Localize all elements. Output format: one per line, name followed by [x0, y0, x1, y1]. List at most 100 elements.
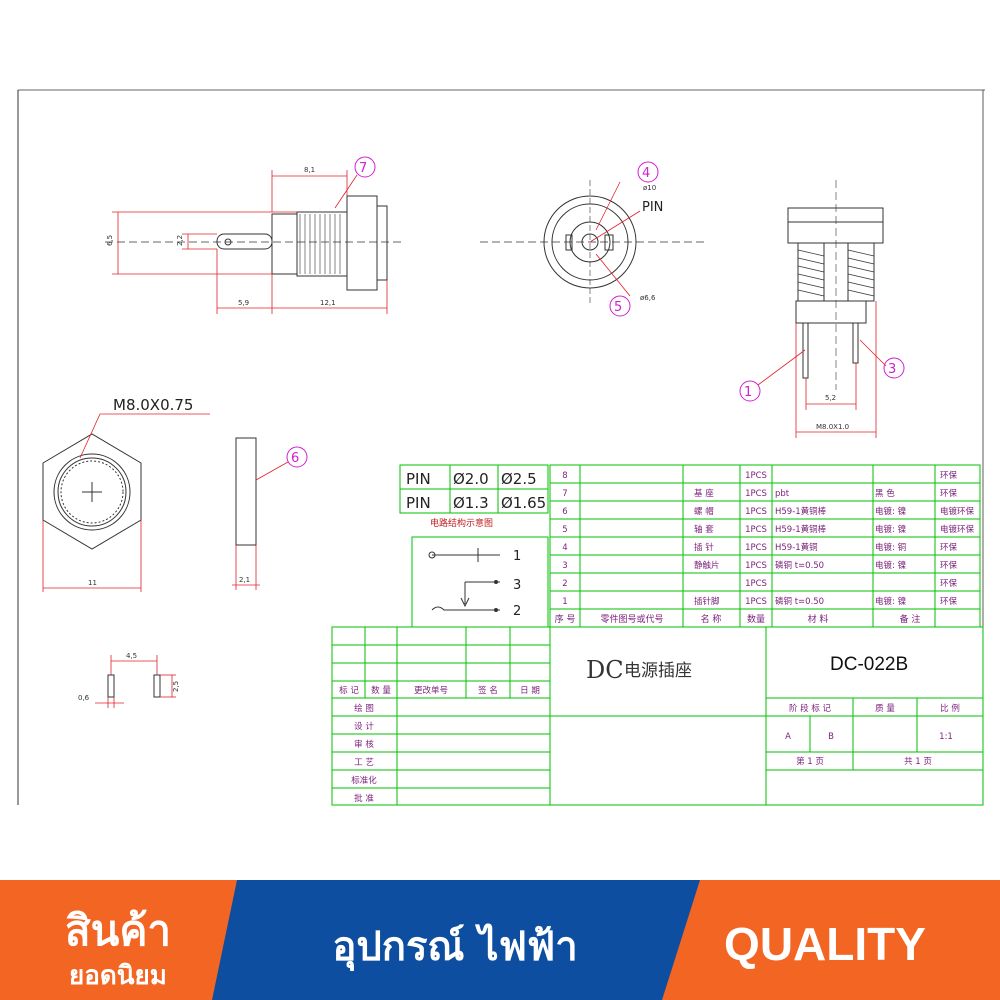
bom-cell: 轴 套: [694, 524, 714, 535]
banner-left-line1: สินค้า: [65, 906, 171, 955]
bom-cell: 1PCS: [745, 471, 767, 481]
sign-row-label: 工 艺: [354, 758, 374, 768]
bom-cell: 电镀: 镍: [875, 560, 907, 571]
bom-cell: 环保: [940, 542, 958, 553]
nut-view: M8.0X0.75 11: [42, 396, 210, 592]
bom-cell: 3: [562, 561, 567, 571]
stage-header-cell: 阶 段 标 记: [789, 703, 832, 714]
bom-cell: 电镀环保: [940, 524, 975, 535]
technical-drawing: 8,1 6,5 2,2 5,9 12,1 7 ø10 ø6,6 PIN 4 5: [17, 89, 985, 806]
bom-cell: 1PCS: [745, 507, 767, 517]
dim-side-2-2: 2,2: [176, 235, 184, 246]
side-view: 8,1 6,5 2,2 5,9 12,1 7: [105, 156, 405, 314]
banner-bg-blue: [212, 880, 700, 1000]
revision-header-cell: 标 记: [339, 685, 359, 696]
bom-cell: 电镀: 镍: [875, 596, 907, 607]
bom-cell: H59-1黄铜: [775, 542, 818, 553]
stage-header-cell: 比 例: [940, 703, 960, 714]
bom-cell: 静触片: [694, 560, 720, 571]
sign-row-label: 审 核: [354, 739, 374, 750]
dim-front-d6-6: ø6,6: [640, 294, 656, 302]
banner-middle: อุปกรณ์ ไฟฟ้า: [332, 923, 577, 972]
circuit-pin-2: 2: [513, 604, 521, 619]
circuit-diagram: 1 3 2: [411, 536, 549, 628]
revision-header-cell: 数 量: [371, 685, 391, 696]
sign-row-label: 设 计: [354, 721, 374, 732]
bom-cell: 插针脚: [694, 596, 720, 607]
bom-cell: 1PCS: [745, 561, 767, 571]
banner-right: QUALITY: [724, 918, 926, 970]
bom-header-cell: 名 称: [701, 613, 722, 625]
bom-cell: 基 座: [694, 488, 714, 499]
washer-view: 2,1 6: [232, 437, 308, 590]
bom-cell: 电镀: 镍: [875, 524, 907, 535]
dim-pad-4-5: 4,5: [126, 652, 137, 660]
pin-table-r2c1: PIN: [406, 494, 431, 512]
bom-cell: 电镀: 镍: [875, 506, 907, 517]
thread-label: M8.0X0.75: [113, 396, 193, 414]
bom-cell: 1PCS: [745, 489, 767, 499]
pin-table-r1c2: Ø2.0: [453, 470, 489, 488]
bom-header-cell: 零件图号或代号: [600, 613, 663, 625]
bom-cell: 环保: [940, 578, 958, 589]
bom-header-cell: 序 号: [555, 613, 576, 625]
bom-cell: H59-1黄铜棒: [775, 524, 827, 535]
bom-cell: 电镀: 铜: [875, 542, 906, 553]
callout-5: 5: [614, 300, 622, 315]
dim-front-d10: ø10: [643, 184, 656, 192]
bom-cell: 环保: [940, 596, 958, 607]
sign-row-label: 标准化: [351, 775, 377, 786]
dim-nut-11: 11: [88, 579, 97, 587]
bom-cell: 8: [562, 471, 567, 481]
bom-cell: 7: [562, 489, 567, 499]
sheet-cell: 第 1 页: [796, 756, 824, 767]
front-view: ø10 ø6,6 PIN 4 5: [480, 161, 705, 317]
callout-4: 4: [642, 166, 650, 181]
bom-cell: 磷铜 t=0.50: [775, 560, 824, 571]
bom-cell: 环保: [940, 560, 958, 571]
bom-cell: 螺 帽: [694, 506, 714, 517]
sheet-cell: 共 1 页: [904, 757, 932, 767]
revision-header-cell: 日 期: [520, 686, 540, 696]
bom-cell: 5: [562, 525, 567, 535]
sign-row-label: 批 准: [354, 793, 374, 804]
pad-layout: 4,5 2,5 0,6: [78, 652, 180, 708]
bom-header-cell: 备 注: [900, 613, 921, 625]
bom-cell: 4: [562, 543, 567, 553]
bom-cell: 6: [562, 507, 567, 517]
bom-cell: 2: [562, 579, 567, 589]
part-number: DC-022B: [830, 654, 908, 675]
dim-side-6-5: 6,5: [106, 235, 114, 246]
dim-pad-2-5: 2,5: [172, 681, 180, 692]
bom-cell: pbt: [775, 489, 790, 499]
pin-table-r2c3: Ø1.65: [501, 494, 546, 512]
title-block: DC 电源插座 DC-022B 标 记数 量更改单号签 名日 期绘 图设 计审 …: [331, 626, 984, 806]
dim-washer-2-1: 2,1: [239, 576, 250, 584]
bom-cell: 1PCS: [745, 579, 767, 589]
product-name-dc: DC: [586, 656, 624, 684]
dim-right-m8: M8.0X1.0: [816, 423, 849, 431]
circuit-pin-3: 3: [513, 578, 521, 593]
circuit-pin-1: 1: [513, 549, 521, 564]
stage-value-cell: B: [828, 732, 834, 742]
bom-cell: 环保: [940, 470, 958, 481]
bom-cell: 插 针: [694, 542, 714, 553]
product-name-cn: 电源插座: [624, 661, 692, 681]
bom-header-cell: 数量: [747, 613, 765, 625]
dim-side-5-9: 5,9: [238, 299, 249, 307]
stage-value-cell: 1:1: [939, 732, 953, 742]
bom-cell: 1: [562, 597, 567, 607]
callout-6: 6: [291, 451, 299, 466]
pin-table: PIN Ø2.0 Ø2.5 PIN Ø1.3 Ø1.65 电路结构示意图: [399, 464, 549, 529]
promo-banner: สินค้า ยอดนิยม อุปกรณ์ ไฟฟ้า QUALITY: [0, 880, 1000, 1000]
dim-side-12-1: 12,1: [320, 299, 336, 307]
dim-right-5-2: 5,2: [825, 394, 836, 402]
bom-cell: 环保: [940, 488, 958, 499]
bom-cell: 磷铜 t=0.50: [775, 596, 824, 607]
callout-3: 3: [888, 362, 896, 377]
bom-cell: 电镀环保: [940, 506, 975, 517]
callout-7: 7: [359, 161, 367, 176]
revision-header-cell: 签 名: [478, 685, 498, 696]
callout-1: 1: [744, 385, 752, 400]
